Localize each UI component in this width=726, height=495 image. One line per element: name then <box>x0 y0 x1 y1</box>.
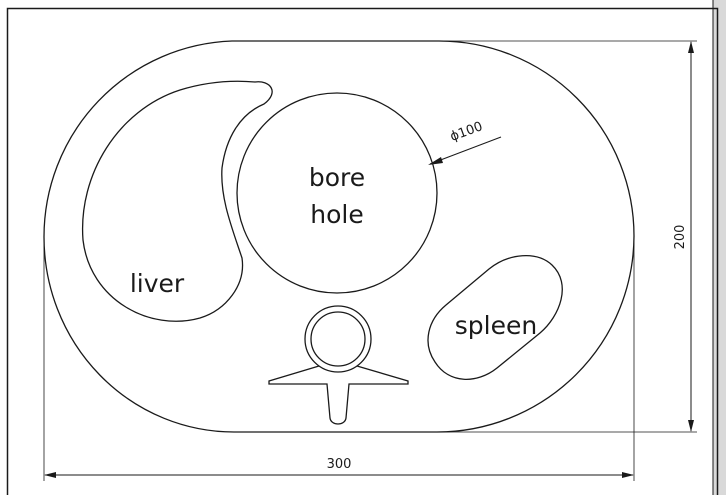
width-arrow-left <box>44 472 56 478</box>
height-dimension: 200 <box>673 225 688 250</box>
spleen-insert <box>427 254 563 380</box>
liver-label: liver <box>130 269 185 298</box>
drawing-frame <box>6 7 719 495</box>
edge-strip <box>713 0 726 495</box>
bore-hole-label-line1: bore <box>309 163 365 192</box>
spine-outer-ring <box>304 305 372 373</box>
diameter-leader-line <box>429 136 502 165</box>
diameter-dimension: ϕ100 <box>448 119 485 145</box>
spine-inner-ring <box>310 311 366 367</box>
height-arrow-top <box>688 41 694 53</box>
spine-processes <box>268 365 409 425</box>
body-outline <box>43 40 635 433</box>
spleen-label: spleen <box>455 311 537 340</box>
bore-hole <box>236 92 438 294</box>
liver-insert <box>81 80 273 322</box>
bore-hole-label-line2: hole <box>310 200 363 229</box>
width-dimension: 300 <box>327 457 352 472</box>
height-arrow-bottom <box>688 420 694 432</box>
diameter-leader-arrowhead <box>428 157 443 165</box>
width-arrow-right <box>622 472 634 478</box>
